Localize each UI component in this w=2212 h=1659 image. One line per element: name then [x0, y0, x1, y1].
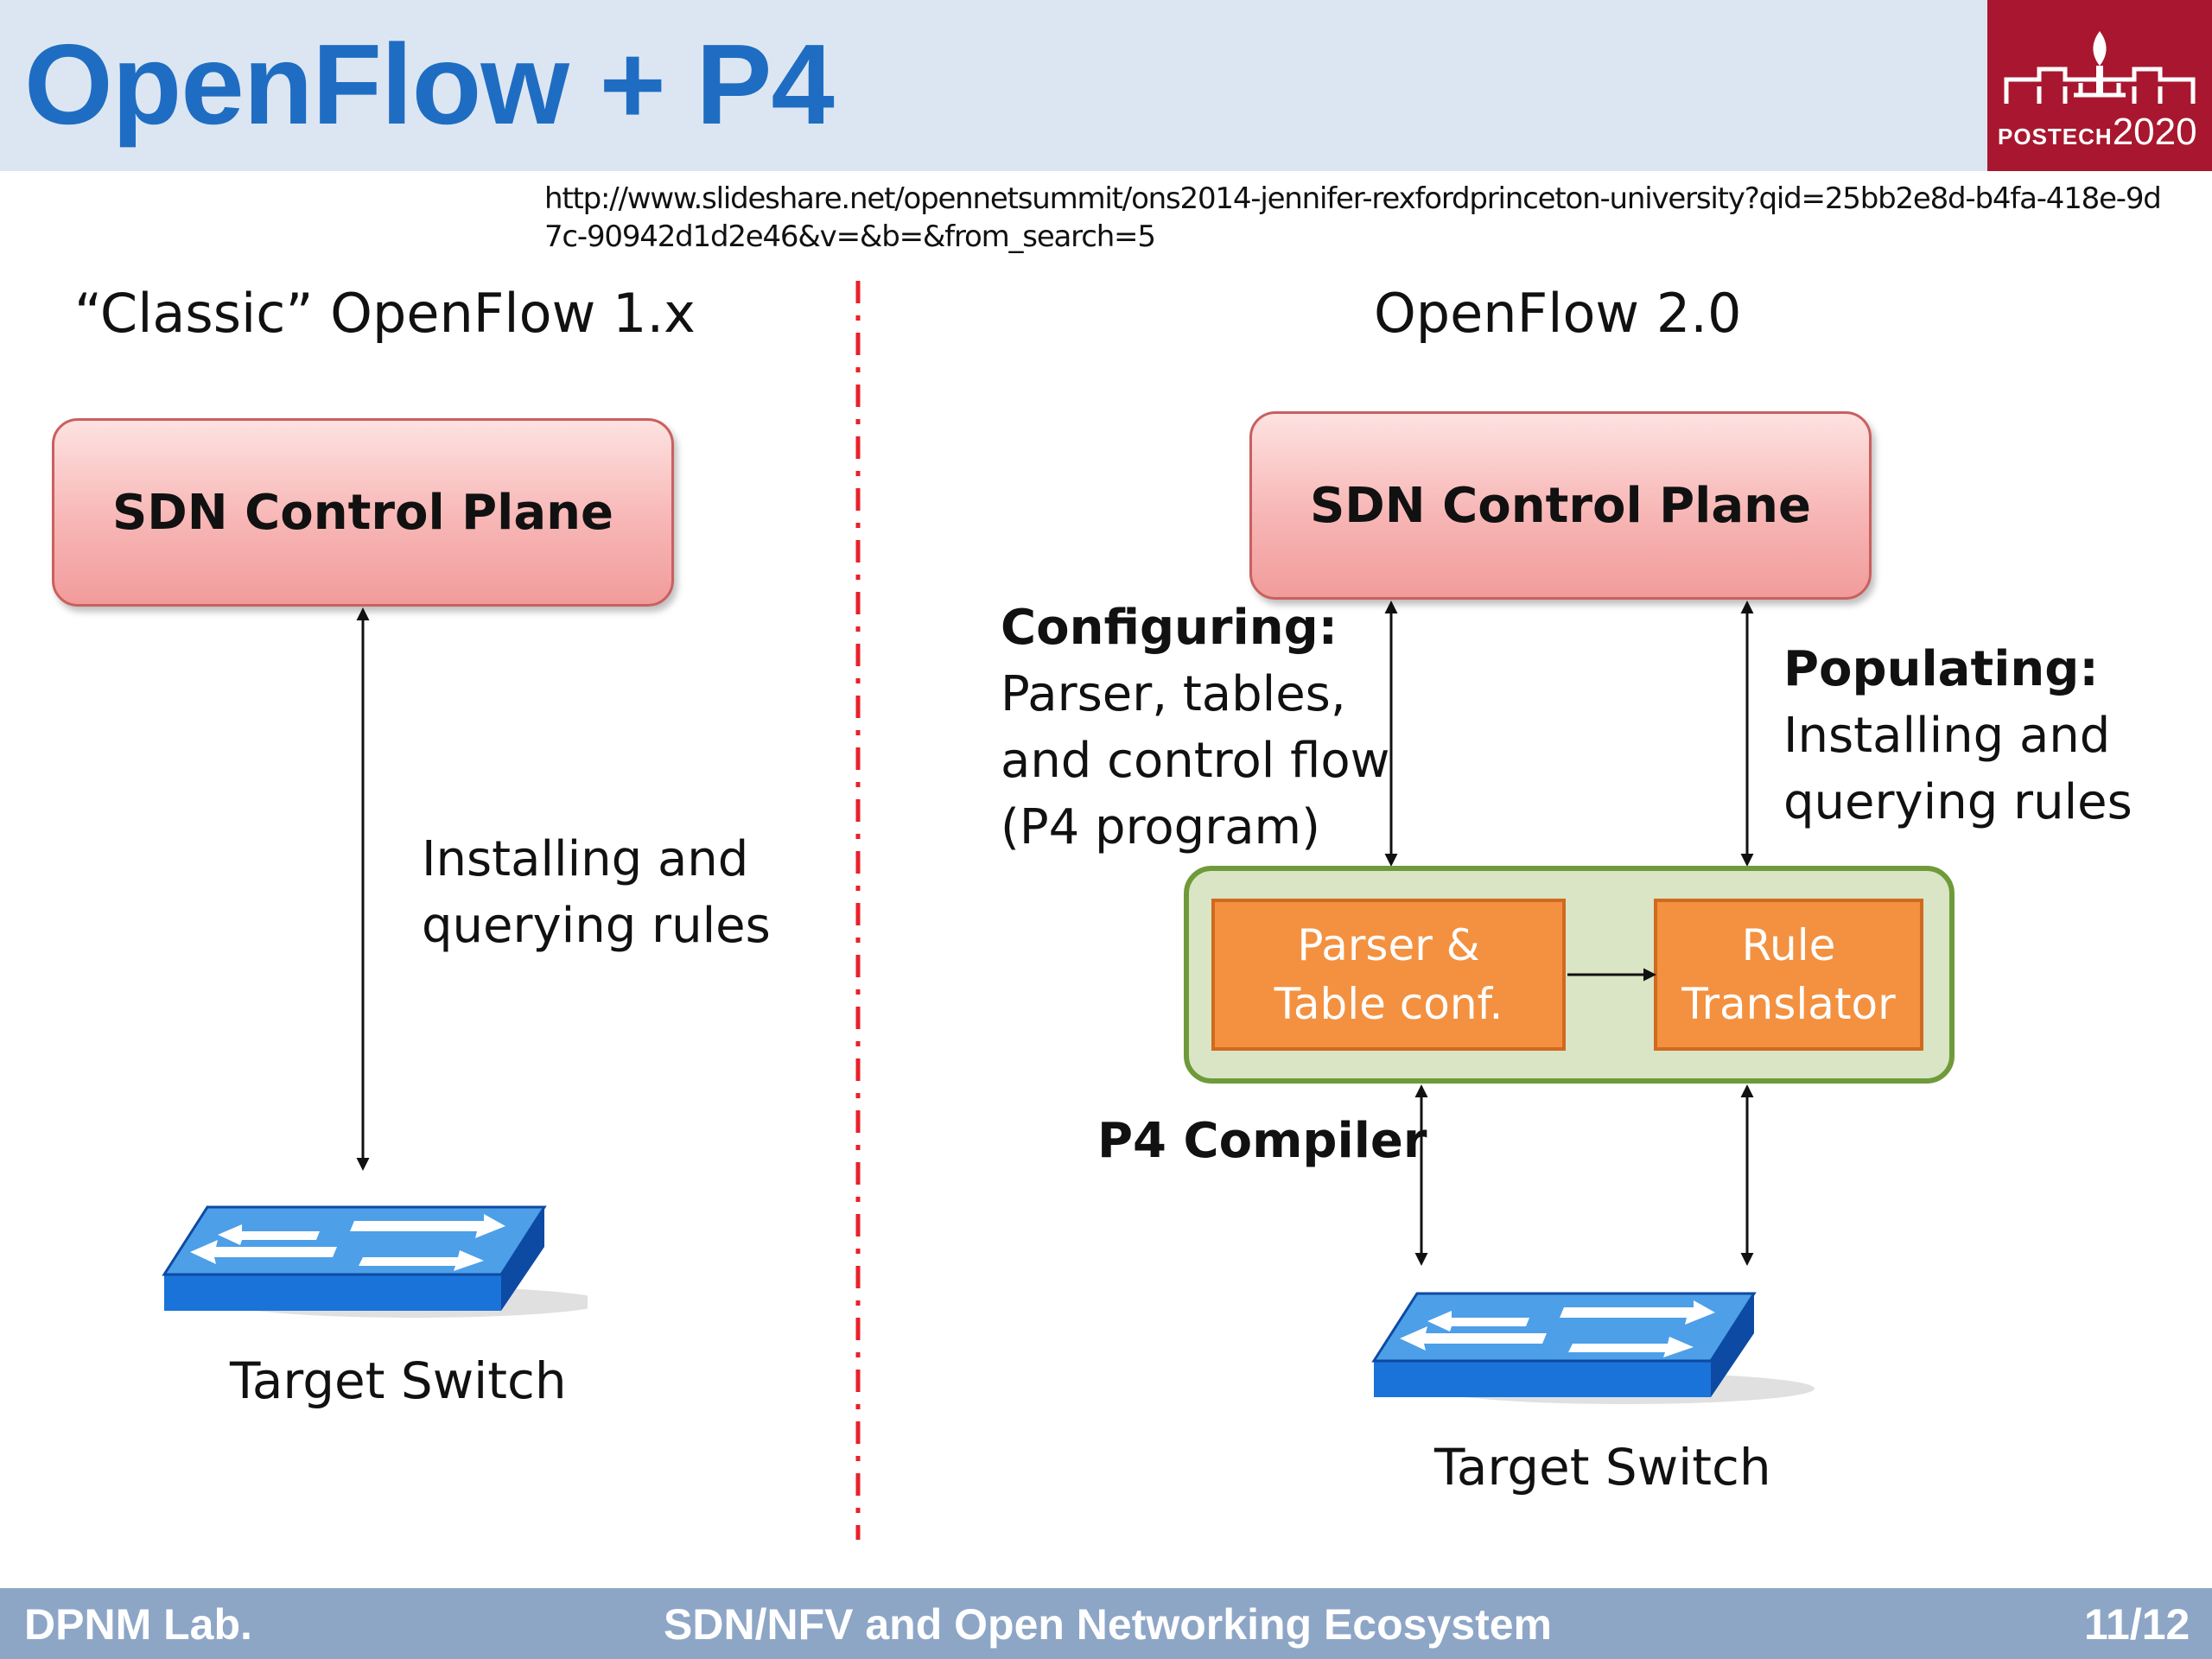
parser-box-line2: Table conf.	[1274, 979, 1503, 1029]
right-control-plane-box: SDN Control Plane	[1249, 411, 1872, 600]
left-control-plane-label: SDN Control Plane	[111, 484, 614, 541]
footer-page-number: 11/12	[2084, 1600, 2190, 1649]
rule-box-line2: Translator	[1681, 979, 1896, 1029]
logo-year-text: 2020	[2112, 111, 2197, 153]
footer-course-title: SDN/NFV and Open Networking Ecosystem	[664, 1600, 1552, 1649]
configuring-line2: and control flow	[1001, 733, 1390, 789]
left-edge-label-line2: querying rules	[422, 898, 771, 954]
right-network-switch-icon	[1371, 1292, 1815, 1404]
postech-logo: POSTECH2020	[1987, 0, 2212, 171]
p4-compiler-label-text: P4 Compiler	[1097, 1113, 1427, 1169]
parser-table-conf-box: Parser & Table conf.	[1211, 899, 1566, 1051]
postech-logo-icon	[2004, 31, 2196, 104]
left-panel-heading: “Classic” OpenFlow 1.x	[74, 282, 696, 345]
configuring-line1: Parser, tables,	[1001, 666, 1346, 722]
slide-title: OpenFlow + P4	[24, 21, 835, 148]
populating-title: Populating:	[1783, 641, 2099, 697]
right-switch-label: Target Switch	[1434, 1438, 1771, 1497]
p4-compiler-label: P4 Compiler	[1097, 1108, 1427, 1174]
configuring-label: Configuring: Parser, tables, and control…	[1001, 594, 1389, 861]
rule-translator-box: Rule Translator	[1654, 899, 1923, 1051]
parser-to-translator-arrow	[1567, 968, 1656, 982]
footer-bar	[0, 1588, 2212, 1659]
configuring-title: Configuring:	[1001, 600, 1338, 656]
left-edge-label: Installing and querying rules	[422, 826, 771, 959]
source-url[interactable]: http://www.slideshare.net/opennetsummit/…	[544, 181, 2162, 254]
left-network-switch-icon	[162, 1205, 588, 1318]
right-control-plane-label: SDN Control Plane	[1309, 477, 1812, 534]
title-bar	[0, 0, 1987, 171]
left-switch-label: Target Switch	[230, 1351, 567, 1410]
populating-line2: querying rules	[1783, 774, 2133, 830]
logo-org-text: POSTECH	[1998, 124, 2113, 149]
left-control-plane-box: SDN Control Plane	[52, 418, 674, 607]
populating-label: Populating: Installing and querying rule…	[1783, 636, 2133, 836]
parser-box-line1: Parser &	[1297, 920, 1480, 970]
rule-box-line1: Rule	[1741, 920, 1836, 970]
configuring-line3: (P4 program)	[1001, 799, 1320, 855]
left-edge-label-line1: Installing and	[422, 831, 749, 887]
populating-line1: Installing and	[1783, 708, 2111, 764]
footer-lab-name: DPNM Lab.	[24, 1600, 252, 1649]
right-panel-heading: OpenFlow 2.0	[1374, 282, 1742, 345]
